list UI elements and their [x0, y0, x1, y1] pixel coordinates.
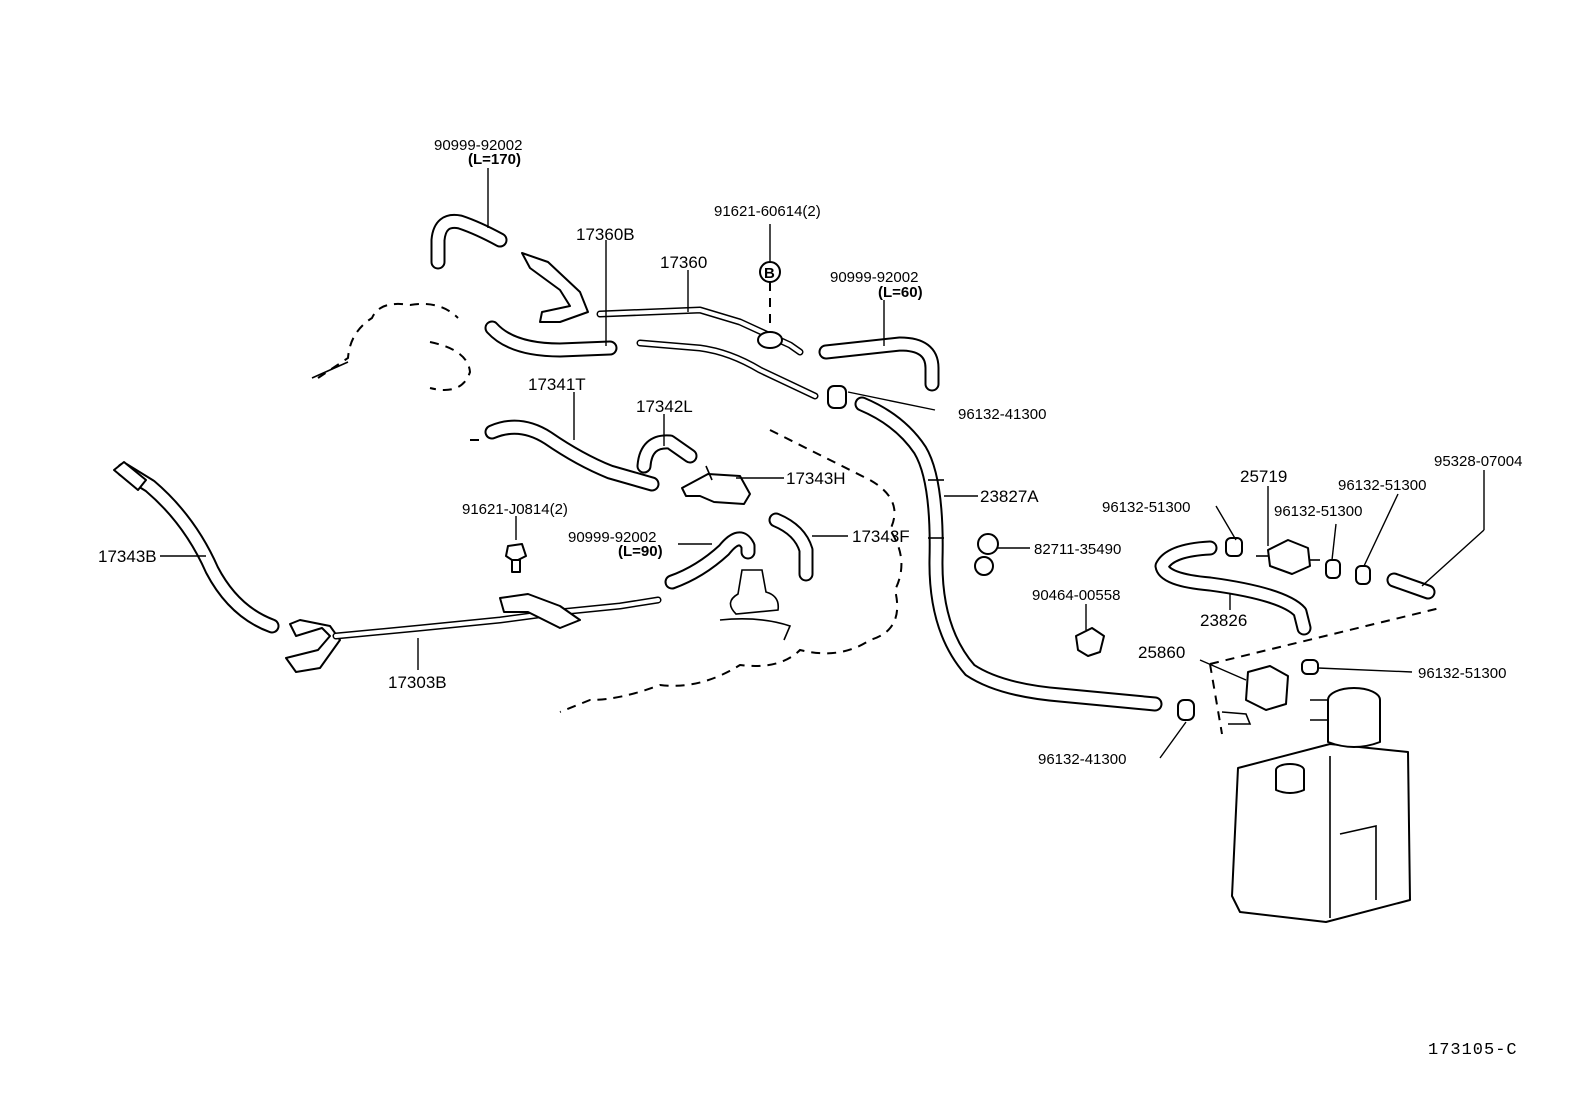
clip-90464-00558 [1075, 627, 1105, 657]
clip-82711-35490 [974, 533, 999, 576]
engine-outline [311, 302, 903, 713]
label-82711-35490: 82711-35490 [1034, 541, 1121, 558]
label-96132-51300-a: 96132-51300 [1102, 499, 1190, 516]
hose-90999-92002-l170 [430, 213, 508, 270]
hose-90999-92002-l90 [664, 531, 756, 590]
hose-17360b-lower [484, 320, 618, 358]
pipe-17303b [285, 593, 662, 673]
label-91621-60614: 91621-60614(2) [714, 203, 821, 220]
connector-17343h [681, 465, 751, 505]
label-91621-j0814: 91621-J0814(2) [462, 501, 568, 518]
label-17343b: 17343B [98, 547, 157, 566]
vsv-valve-outline [719, 569, 792, 641]
bolt-91621-j0814 [505, 543, 527, 573]
label-length-l60: (L=60) [878, 284, 923, 301]
leader-lines [160, 168, 1485, 759]
label-96132-41300-top: 96132-41300 [958, 406, 1046, 423]
label-23827a: 23827A [980, 487, 1039, 506]
label-96132-51300-d: 96132-51300 [1418, 665, 1506, 682]
label-17343f: 17343F [852, 527, 910, 546]
label-95328-07004: 95328-07004 [1434, 453, 1522, 470]
part-labels: 90999-92002 (L=170) 17360B 17360 91621-6… [98, 137, 1522, 1060]
vsv-25860 [1221, 665, 1289, 725]
hose-95328-07004 [1386, 572, 1436, 600]
label-length-l90: (L=90) [618, 543, 663, 560]
label-96132-51300-c: 96132-51300 [1338, 477, 1426, 494]
hose-23826 [1154, 540, 1312, 636]
b-marker: B [759, 261, 781, 330]
label-96132-51300-b: 96132-51300 [1274, 503, 1362, 520]
valve-25719 [1256, 539, 1320, 575]
pipe-17360 [596, 306, 819, 400]
clip-96132-41300-top [827, 385, 847, 409]
b-marker-letter: B [764, 265, 775, 282]
charcoal-canister [1231, 687, 1411, 923]
clip-96132-41300-bottom [1177, 699, 1195, 721]
label-17360b: 17360B [576, 225, 635, 244]
hose-17342l [636, 434, 698, 474]
label-17303b: 17303B [388, 673, 447, 692]
canister-guide-lines [1209, 607, 1441, 735]
label-length-l170: (L=170) [468, 151, 521, 168]
hose-90999-92002-l60 [818, 336, 940, 392]
label-25860: 25860 [1138, 643, 1185, 662]
hose-17343b [113, 461, 280, 634]
clip-96132-51300-b-shape [1325, 559, 1341, 579]
label-17342l: 17342L [636, 397, 693, 416]
label-17341t: 17341T [528, 375, 586, 394]
hose-17343f [768, 512, 814, 582]
clip-96132-51300-d-shape [1301, 659, 1319, 675]
hose-23827a [854, 396, 1163, 712]
hose-17341t [484, 419, 660, 492]
label-23826: 23826 [1200, 611, 1247, 630]
label-25719: 25719 [1240, 467, 1287, 486]
label-90464-00558: 90464-00558 [1032, 587, 1120, 604]
clip-96132-51300-a-shape [1225, 537, 1243, 557]
label-17360: 17360 [660, 253, 707, 272]
label-90999-92002-l60: 90999-92002 [830, 269, 918, 286]
label-96132-41300-bottom: 96132-41300 [1038, 751, 1126, 768]
bracket-17360b [521, 252, 589, 323]
diagram-code: 173105-C [1428, 1041, 1518, 1060]
label-90999-92002-l170: 90999-92002 [434, 137, 522, 154]
clip-96132-51300-c-shape [1355, 565, 1371, 585]
label-90999-92002-l90: 90999-92002 [568, 529, 656, 546]
label-17343h: 17343H [786, 469, 846, 488]
